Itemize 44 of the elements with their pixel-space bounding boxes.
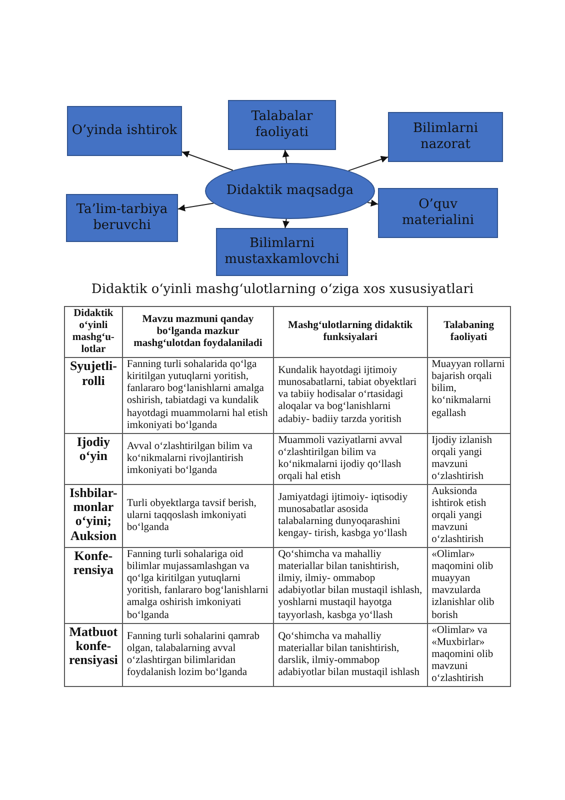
process-box: [388, 112, 503, 162]
node-label: O’quv materialini: [401, 197, 475, 229]
row-header: Konfe-rensiya: [64, 548, 122, 624]
table-text: Auksionda ishtirok etish orqali yangi mavzuni o‘zlashtirish: [427, 484, 510, 548]
node-label: Bilimlarni mustaxkamlovchi: [224, 236, 340, 268]
table-text: Jamiyatdagi ijtimoiy- iqtisodiy munosabatlar asosida talabalarning dunyoqarashini kengay- tirish, kasbga yo‘llash: [274, 484, 428, 548]
process-box: [378, 188, 498, 238]
table-text: Ijodiy izlanish orqali yangi mavzuni o‘zlashtirish: [427, 433, 510, 484]
node-label: Didaktik maqsadga: [226, 183, 354, 199]
table-text: «Olimlar» maqomini olib muayyan mavzularda izlanishlar olib borish: [427, 548, 510, 624]
row-header: Ishbilar-monlar o‘yini; Auksion: [64, 484, 122, 548]
arrow: [178, 202, 214, 212]
arrow: [366, 200, 378, 207]
arrow: [282, 218, 290, 228]
table-text: Qo‘shimcha va mahalliy materiallar bilan tanishtirish, ilmiy, ilmiy- ommabop adabiyotlar bilan mustaqil ishlash, yoshlarni mustaqil hayotga tayyorlash, kasbga yo‘llash: [274, 548, 428, 624]
table-text: «Olimlar» va «Muxbirlar» maqomini olib mavzuni o‘zlashtirish: [427, 623, 510, 686]
row-header: Syujetli-rolli: [64, 358, 122, 434]
column-header: Mashg‘ulotlarning didaktik funksiyalari: [274, 306, 428, 358]
column-header: Talabaning faoliyati: [427, 306, 510, 358]
node-label: Ta’lim-tarbiya beruvchi: [75, 202, 169, 234]
process-box: [67, 106, 182, 156]
column-header: Didaktik o‘yinli mashg‘u-lotlar: [64, 306, 122, 358]
node-label: O’yinda ishtirok: [72, 123, 178, 139]
table-text: Qo‘shimcha va mahalliy materiallar bilan tanishtirish, darslik, ilmiy-ommabop adabiyotlar bilan mustaqil ishlash: [274, 623, 428, 686]
process-box: [66, 194, 178, 242]
table-text: Fanning turli sohalarini qamrab olgan, talabalarning avval o‘zlashtirgan bilimlaridan foydalanish lozim bo‘lganda: [122, 623, 274, 686]
process-box: [216, 228, 348, 276]
table-text: Kundalik hayotdagi ijtimoiy munosabatlarni, tabiat obyektlari va tabiiy hodisalar o‘rtasidagi aloqalar va bog‘lanishlarni adabiy- badiiy tarzda yoritish: [274, 358, 428, 434]
row-header: Matbuot konfe-rensiyasi: [64, 623, 122, 686]
table-text: Muayyan rollarni bajarish orqali bilim, ko‘nikmalarni egallash: [427, 358, 510, 434]
table-text: Turli obyektlarga tavsif berish, ularni taqqoslash imkoniyati bo‘lganda: [122, 484, 274, 548]
node-label: Bilimlarni nazorat: [412, 121, 479, 153]
process-box: [228, 100, 336, 150]
arrow: [282, 150, 290, 164]
table-text: Fanning turli sohalarida qo‘lga kiritilgan yutuqlarni yoritish, fanlararo bog‘lanishlarni amalga oshirish, tabiatdagi va kundalik hayotdagi muammolarni hal etish imkoniyati bo‘lganda: [122, 358, 274, 434]
arrow: [348, 156, 388, 172]
table-title: Didaktik o‘yinli mashg‘ulotlarning o‘ziga xos xususiyatlari: [90, 282, 475, 297]
table-text: Muammoli vaziyatlarni avval o‘zlashtirilgan bilim va ko‘nikmalarni ijodiy qo‘llash orqali hal etish: [274, 433, 428, 484]
table-text: Fanning turli sohalariga oid bilimlar mujassamlashgan va qo‘lga kiritilgan yutuqlarni yoritish, fanlararo bog‘lanishlarni amalga oshirish imkoniyati bo‘lganda: [122, 548, 274, 624]
node-label: Talabalar faoliyati: [250, 109, 314, 141]
row-header: Ijodiy o‘yin: [64, 433, 122, 484]
arrow: [182, 150, 234, 171]
table-text: Avval o‘zlashtirilgan bilim va ko‘nikmalarni rivojlantirish imkoniyati bo‘lganda: [122, 433, 274, 484]
column-header: Mavzu mazmuni qanday bo‘lganda mazkur mashg‘ulotdan foydalaniladi: [122, 306, 274, 358]
